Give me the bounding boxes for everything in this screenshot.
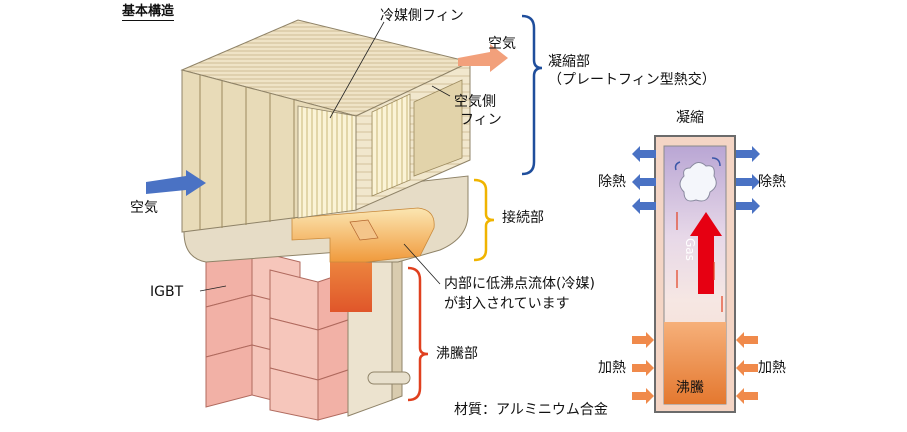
- boil-label: 沸騰: [676, 380, 704, 396]
- heating-left-label: 加熱: [598, 360, 626, 376]
- air-in-label: 空気: [130, 200, 158, 216]
- air-out-label: 空気: [488, 36, 516, 52]
- condenser-sub-label: （プレートフィン型熱交）: [548, 72, 716, 88]
- junction-bracket: [473, 178, 495, 262]
- condenser-label: 凝縮部: [548, 54, 590, 70]
- heat-pipe-schematic: [632, 135, 760, 413]
- junction-label: 接続部: [502, 210, 544, 226]
- air-out-arrow: [458, 44, 508, 72]
- heat-removal-right-label: 除熱: [758, 174, 786, 190]
- gas-label: Gas: [683, 238, 697, 261]
- leader-lines: [199, 21, 451, 292]
- igbt-label: IGBT: [150, 284, 184, 300]
- condenser-block: [180, 19, 472, 233]
- igbt-modules: [205, 249, 349, 421]
- heat-removal-left-label: 除熱: [598, 174, 626, 190]
- junction-section: [183, 175, 469, 263]
- refrigerant-fin-label: 冷媒側フィン: [380, 8, 464, 24]
- air-fin-label-1: 空気側: [454, 94, 496, 110]
- fluid-label-1: 内部に低沸点流体(冷媒): [444, 276, 595, 292]
- material-label: 材質：アルミニウム合金: [454, 402, 608, 418]
- heating-right-label: 加熱: [758, 360, 786, 376]
- boiling-bracket: [407, 266, 429, 402]
- fluid-label-2: が封入されています: [444, 296, 570, 312]
- air-in-arrow: [146, 170, 206, 196]
- air-fin-label-2: フィン: [460, 112, 502, 128]
- boiling-label: 沸騰部: [436, 346, 478, 362]
- page-title: 基本構造: [122, 4, 175, 21]
- condense-label: 凝縮: [676, 110, 704, 126]
- condenser-bracket: [521, 14, 543, 176]
